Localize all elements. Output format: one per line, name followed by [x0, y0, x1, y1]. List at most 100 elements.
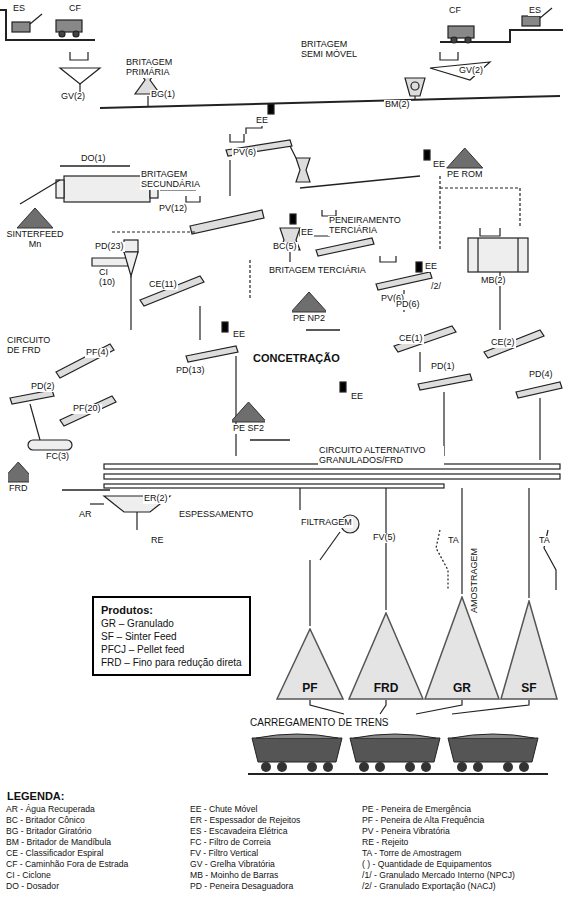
- node-label: GR: [453, 681, 471, 695]
- label: PV(12): [158, 204, 188, 214]
- legend-entry: RE - Rejeito: [362, 837, 515, 848]
- legend-entry: FV - Filtro Vertical: [190, 848, 300, 859]
- products-box: Produtos:GR – GranuladoSF – Sinter FeedP…: [92, 596, 251, 676]
- label: BC(5): [272, 242, 298, 252]
- label: EE: [300, 228, 314, 238]
- label: GV(2): [458, 66, 484, 76]
- label: DO(1): [80, 154, 107, 164]
- train-illustration: [248, 732, 548, 778]
- node-label: PE SF2: [232, 424, 265, 434]
- label: TA: [538, 536, 551, 546]
- pile-shape: [4, 206, 66, 230]
- legend-entry: PE - Peneira de Emergência: [362, 804, 515, 815]
- legend-entry: FC - Filtro de Correia: [190, 837, 300, 848]
- legend-entry: ER - Espessador de Rejeitos: [190, 815, 300, 826]
- label: PD(1): [430, 362, 456, 372]
- stockpile: PE SF2: [232, 400, 265, 434]
- legend-entry: GV - Grelha Vibratória: [190, 859, 300, 870]
- legend-entry: CE - Classificador Espiral: [6, 848, 128, 859]
- label: FC(3): [45, 452, 70, 462]
- product-pile: PF: [276, 628, 344, 700]
- legend-entry: BG - Britador Giratório: [6, 826, 128, 837]
- label: ER(2): [143, 494, 169, 504]
- node-label: SINTERFEED Mn: [4, 230, 66, 250]
- label: PD(2): [30, 382, 56, 392]
- legend-text: PFCJ – Pellet feed: [101, 643, 242, 656]
- label: AR: [78, 510, 93, 520]
- label: BRITAGEM TERCIÁRIA: [268, 266, 367, 276]
- legend-column: EE - Chute MóvelER - Espessador de Rejei…: [190, 804, 300, 892]
- label: PD(4): [528, 370, 554, 380]
- label: EE: [350, 392, 364, 402]
- label: PV(6): [232, 148, 257, 158]
- label: CE(2): [490, 338, 516, 348]
- label: FV(5): [372, 533, 397, 543]
- flow-line: [416, 700, 462, 714]
- label: PD(6): [395, 300, 421, 310]
- stockpile: SINTERFEED Mn: [4, 206, 66, 250]
- legend-entry: /2/ - Granulado Exportação (NACJ): [362, 881, 515, 892]
- label: BRITAGEM SEMI MÓVEL: [300, 40, 364, 60]
- node-label: FRD: [8, 484, 29, 494]
- pile-shape: [446, 146, 484, 170]
- flow-line: [452, 700, 529, 714]
- legend-column: AR - Água RecuperadaBC - Britador Cônico…: [6, 804, 128, 892]
- legend-entry: PF - Peneira de Alta Frequência: [362, 815, 515, 826]
- label: EE: [232, 330, 246, 340]
- label: FILTRAGEM: [300, 518, 353, 528]
- product-pile: GR: [424, 596, 500, 700]
- legend-entry: PV - Peneira Vibratória: [362, 826, 515, 837]
- label: MB(2): [480, 276, 507, 286]
- node-label: SF: [521, 681, 536, 695]
- legend-entry: AR - Água Recuperada: [6, 804, 128, 815]
- flow-line: [310, 700, 344, 714]
- pile-shape: [232, 400, 265, 424]
- legend-entry: MB - Moinho de Barras: [190, 870, 300, 881]
- label: EE: [255, 116, 269, 126]
- node-label: FRD: [374, 681, 399, 695]
- legend-entry: BM - Britador de Mandíbula: [6, 837, 128, 848]
- legend-entry: BC - Britador Cônico: [6, 815, 128, 826]
- label: PD(23): [94, 242, 125, 252]
- legend-text: Produtos:: [101, 603, 242, 617]
- label: /2/: [430, 282, 442, 292]
- label: CF: [448, 6, 462, 16]
- product-pile: FRD: [348, 612, 424, 700]
- legend-column: PE - Peneira de EmergênciaPF - Peneira d…: [362, 804, 515, 892]
- node-label: PE ROM: [446, 170, 484, 180]
- legend-entry: CF - Caminhão Fora de Estrada: [6, 859, 128, 870]
- label: CIRCUITO DE FRD: [6, 336, 63, 356]
- legend-entry: PD - Peneira Desaguadora: [190, 881, 300, 892]
- legend-entry: ES - Escavadeira Elétrica: [190, 826, 300, 837]
- legend-entry: TA - Torre de Amostragem: [362, 848, 515, 859]
- label: ES: [12, 4, 26, 14]
- label: CE(1): [398, 334, 424, 344]
- label: PD(13): [175, 366, 206, 376]
- product-pile: SF: [500, 600, 558, 700]
- stockpile: PE NP2: [292, 290, 326, 324]
- label: BM(2): [384, 100, 411, 110]
- pile-shape: [8, 460, 29, 484]
- label: RE: [150, 536, 165, 546]
- label: TA: [447, 536, 460, 546]
- stockpile: FRD: [8, 460, 29, 494]
- label: CI (10): [98, 268, 122, 288]
- label: PENEIRAMENTO TERCIÁRIA: [328, 216, 410, 236]
- node-label: CARREGAMENTO DE TRENS: [248, 714, 548, 728]
- label: PF(20): [72, 404, 102, 414]
- label: GV(2): [60, 92, 86, 102]
- legend-entry: /1/ - Granulado Mercado Interno (NPCJ): [362, 870, 515, 881]
- label: CF: [68, 4, 82, 14]
- pile-shape: [292, 290, 326, 314]
- legend-entry: EE - Chute Móvel: [190, 804, 300, 815]
- label: AMOSTRAGEM: [470, 547, 480, 614]
- label: CIRCUITO ALTERNATIVO GRANULADOS/FRD: [318, 446, 444, 466]
- label: CE(11): [148, 280, 178, 290]
- label: EE: [424, 262, 438, 272]
- legend-entry: ( ) - Quantidade de Equipamentos: [362, 859, 515, 870]
- node-label: PF: [302, 681, 317, 695]
- label: BRITAGEM PRIMÁRIA: [125, 58, 189, 78]
- label: BG(1): [150, 90, 176, 100]
- label: LEGENDA:: [6, 790, 65, 802]
- label: CONCETRAÇÃO: [252, 352, 341, 364]
